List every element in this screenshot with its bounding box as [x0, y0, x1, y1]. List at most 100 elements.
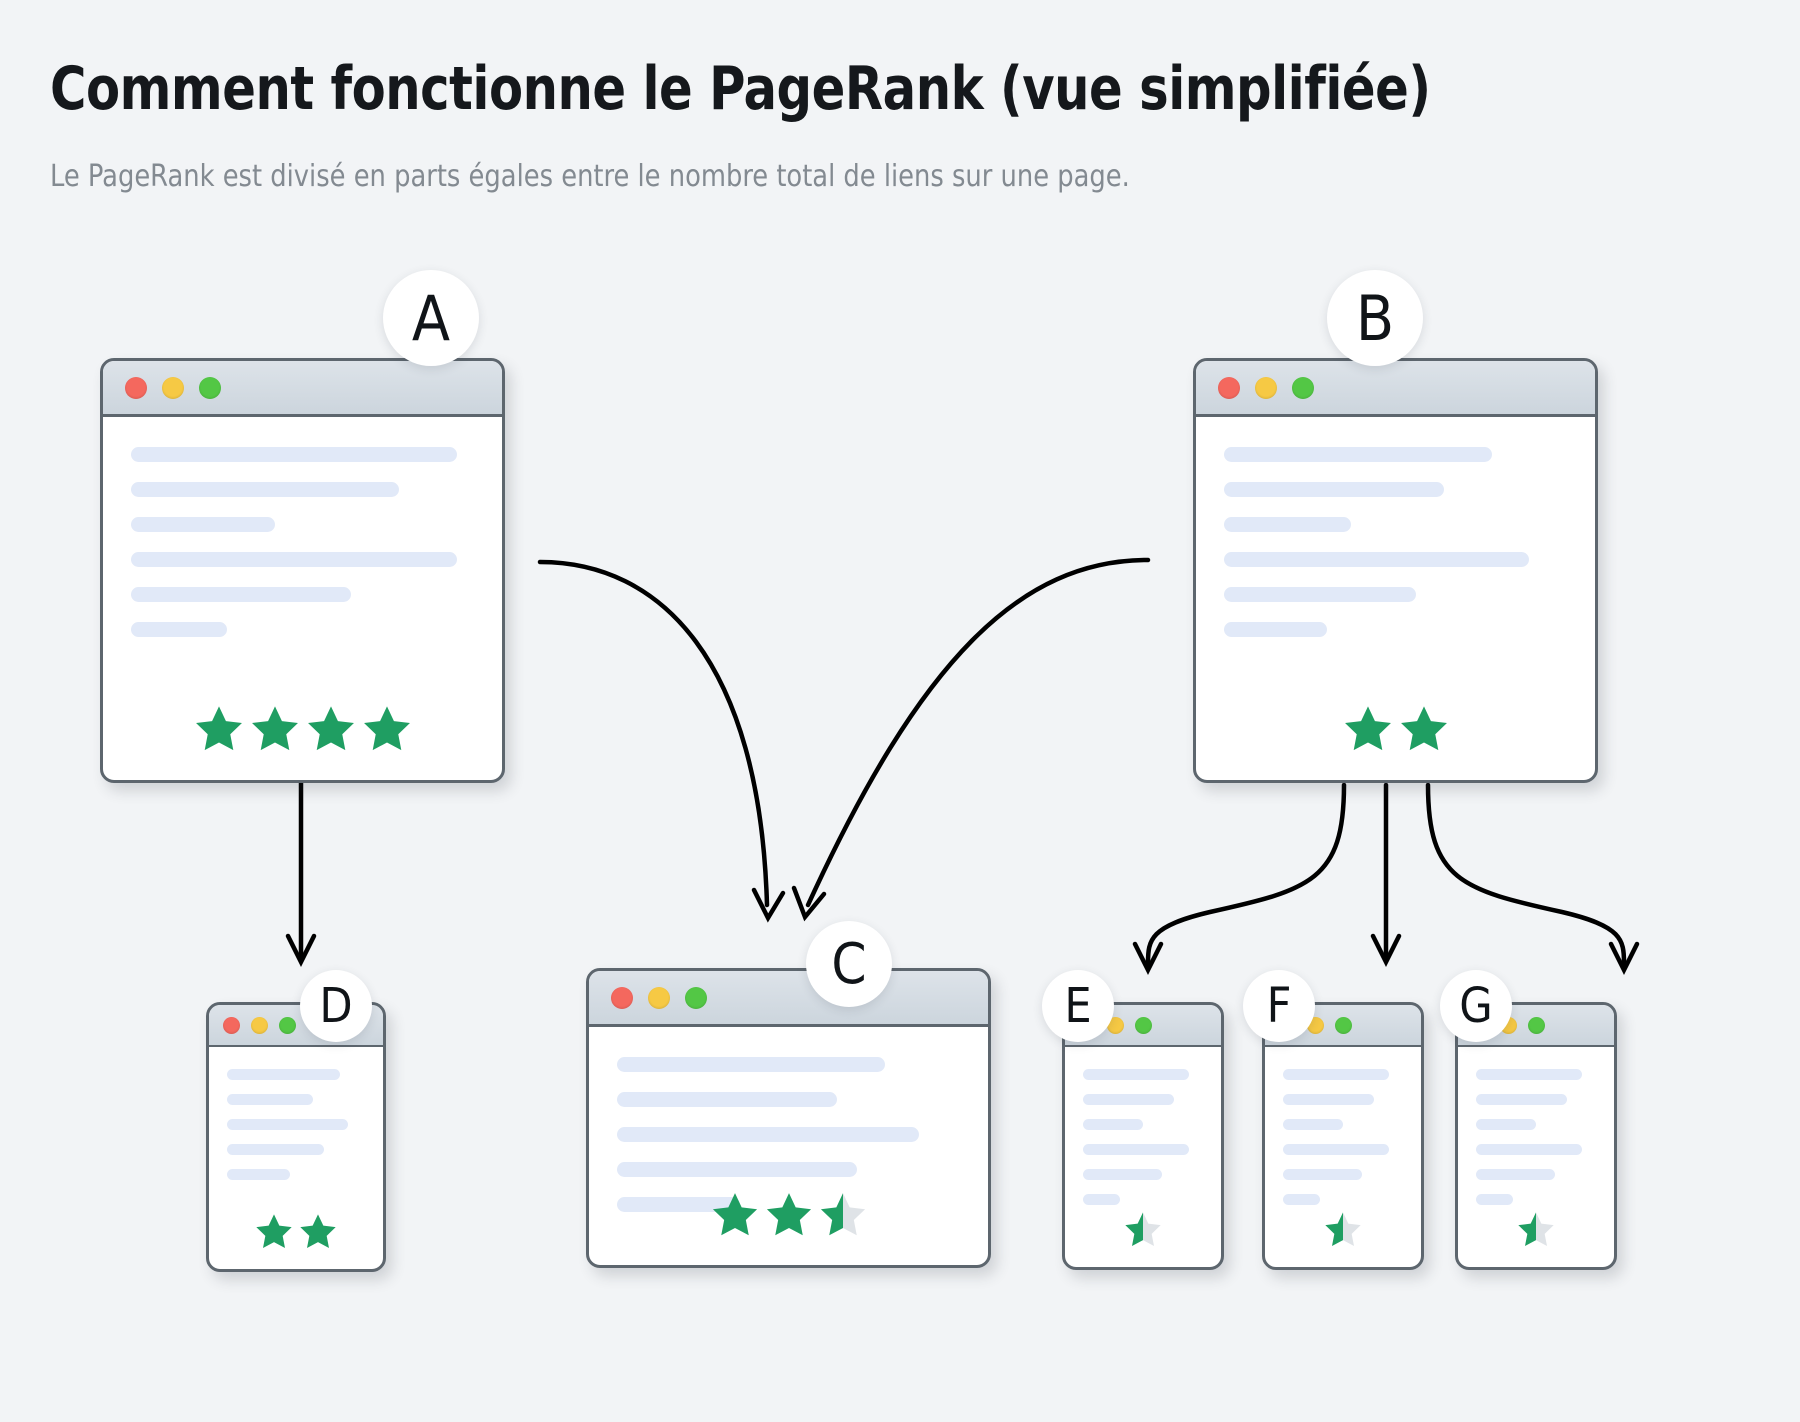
star-half-icon: [820, 1193, 865, 1236]
rating-stars: [209, 1211, 383, 1251]
content-line: [1476, 1194, 1514, 1205]
node-badge-label: F: [1266, 978, 1292, 1034]
content-line: [1224, 552, 1530, 567]
star-filled-icon: [300, 1214, 336, 1248]
minimize-dot-icon[interactable]: [162, 376, 184, 399]
content-line: [227, 1119, 349, 1130]
node-badge-label: E: [1064, 978, 1092, 1034]
node-badge-label: C: [831, 931, 867, 997]
star-filled-icon: [251, 706, 298, 751]
content-line: [1083, 1119, 1143, 1130]
content-line: [1224, 517, 1351, 532]
node-badge-c: C: [806, 921, 892, 1007]
maximize-dot-icon[interactable]: [1135, 1016, 1152, 1034]
content-line: [1283, 1094, 1375, 1105]
node-badge-f: F: [1243, 970, 1315, 1042]
node-window-e[interactable]: [1062, 1002, 1224, 1270]
content-line: [1224, 482, 1444, 497]
content-line: [131, 482, 399, 497]
edge-b-to-c: [805, 557, 1151, 908]
maximize-dot-icon[interactable]: [1335, 1016, 1352, 1034]
edge-a-to-d-head: [285, 933, 317, 968]
rating-stars: [1458, 1209, 1614, 1249]
node-badge-b: B: [1327, 270, 1423, 366]
content-line: [131, 622, 228, 637]
node-window-c[interactable]: [586, 968, 991, 1268]
node-badge-label: A: [411, 281, 451, 355]
close-dot-icon[interactable]: [223, 1016, 240, 1034]
header: Comment fonctionne le PageRank (vue simp…: [50, 54, 1750, 195]
content-line: [1476, 1119, 1536, 1130]
content-line: [1224, 622, 1327, 637]
content-line: [131, 552, 457, 567]
content-line: [617, 1092, 837, 1107]
window-content: [1065, 1047, 1221, 1267]
edge-b-to-e-head: [1132, 941, 1164, 976]
content-line: [617, 1057, 885, 1072]
content-line: [227, 1144, 324, 1155]
edge-b-to-c-head: [791, 885, 827, 922]
window-content: [209, 1047, 383, 1269]
content-line: [1083, 1094, 1175, 1105]
page-title: Comment fonctionne le PageRank (vue simp…: [50, 54, 1431, 124]
maximize-dot-icon[interactable]: [1292, 376, 1314, 399]
edge-a-to-c-head: [751, 887, 786, 923]
content-line: [1283, 1169, 1363, 1180]
content-line: [227, 1069, 341, 1080]
node-window-g[interactable]: [1455, 1002, 1617, 1270]
content-line: [1224, 587, 1417, 602]
close-dot-icon[interactable]: [125, 376, 147, 399]
maximize-dot-icon[interactable]: [1528, 1016, 1545, 1034]
content-line: [1083, 1194, 1121, 1205]
star-half-icon: [1518, 1212, 1554, 1246]
edge-b-to-g-head: [1608, 941, 1640, 976]
content-line: [227, 1094, 313, 1105]
maximize-dot-icon[interactable]: [279, 1016, 296, 1034]
content-line: [1283, 1194, 1321, 1205]
maximize-dot-icon[interactable]: [199, 376, 221, 399]
content-line: [1476, 1094, 1568, 1105]
node-window-a[interactable]: [100, 358, 505, 783]
minimize-dot-icon[interactable]: [1107, 1016, 1124, 1034]
star-filled-icon: [363, 706, 410, 751]
node-badge-e: E: [1042, 970, 1114, 1042]
content-line: [1083, 1144, 1189, 1155]
node-badge-g: G: [1440, 970, 1512, 1042]
window-content: [589, 1027, 988, 1265]
content-line: [1224, 447, 1492, 462]
node-window-b[interactable]: [1193, 358, 1598, 783]
content-line: [617, 1162, 858, 1177]
edge-b-to-g: [1425, 782, 1627, 966]
star-filled-icon: [712, 1193, 757, 1236]
star-filled-icon: [256, 1214, 292, 1248]
node-window-d[interactable]: [206, 1002, 386, 1272]
star-half-icon: [1325, 1212, 1361, 1246]
minimize-dot-icon[interactable]: [1255, 376, 1277, 399]
close-dot-icon[interactable]: [611, 986, 633, 1009]
minimize-dot-icon[interactable]: [648, 986, 670, 1009]
content-line: [1476, 1169, 1556, 1180]
node-badge-a: A: [383, 270, 479, 366]
edge-a-to-c: [537, 559, 770, 908]
star-filled-icon: [766, 1193, 811, 1236]
content-line: [1283, 1069, 1389, 1080]
content-line: [617, 1197, 741, 1212]
node-badge-d: D: [300, 970, 372, 1042]
page-subtitle: Le PageRank est divisé en parts égales e…: [50, 159, 1130, 194]
close-dot-icon[interactable]: [1218, 376, 1240, 399]
maximize-dot-icon[interactable]: [685, 986, 707, 1009]
star-filled-icon: [307, 706, 354, 751]
window-titlebar: [1196, 361, 1595, 417]
content-line: [227, 1169, 291, 1180]
window-content: [103, 417, 502, 780]
node-window-f[interactable]: [1262, 1002, 1424, 1270]
content-line: [1476, 1069, 1582, 1080]
rating-stars: [103, 702, 502, 754]
content-line: [131, 517, 276, 532]
rating-stars: [1196, 702, 1595, 754]
minimize-dot-icon[interactable]: [251, 1016, 268, 1034]
content-line: [1283, 1144, 1389, 1155]
window-titlebar: [1065, 1005, 1221, 1047]
rating-stars: [1265, 1209, 1421, 1249]
